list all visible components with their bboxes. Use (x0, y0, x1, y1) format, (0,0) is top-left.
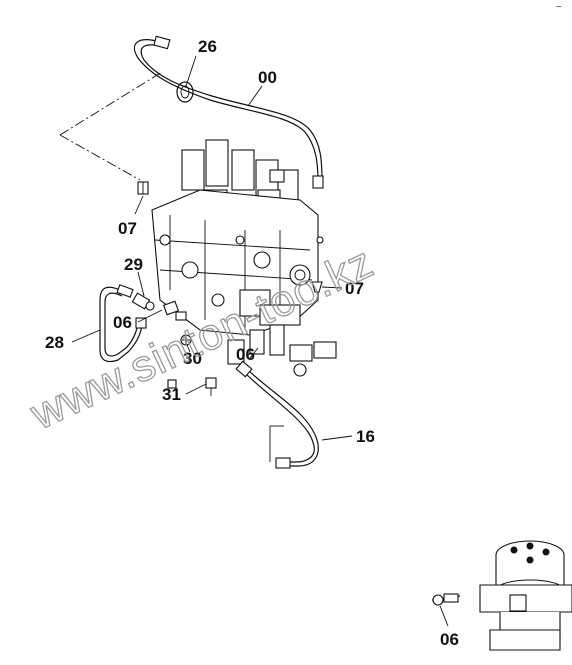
fitting-07-right (311, 281, 323, 293)
callout-30: 30 (183, 349, 202, 368)
callout-07-left: 07 (118, 219, 137, 238)
bolt-31 (167, 377, 217, 396)
callout-29: 29 (124, 255, 143, 274)
fitting-07-left (137, 181, 149, 195)
callout-06-inset: 06 (440, 630, 459, 649)
hose-16 (235, 360, 319, 469)
callout-16: 16 (356, 427, 375, 446)
corner-mark: ~ (556, 2, 562, 13)
callout-31: 31 (162, 385, 181, 404)
fitting-06-inset (431, 593, 461, 606)
clamp-26 (176, 81, 194, 103)
swing-motor-inset (479, 540, 572, 651)
hose-00 (133, 35, 324, 189)
callout-26: 26 (198, 37, 217, 56)
plug-30 (180, 334, 192, 346)
callout-00: 00 (258, 68, 277, 87)
control-valve (151, 139, 337, 377)
callout-07-right: 07 (345, 279, 364, 298)
adapter-06-left (162, 300, 187, 321)
elbow-29 (131, 292, 155, 311)
callout-06-left: 06 (113, 313, 132, 332)
callout-06-mid: 06 (236, 345, 255, 364)
hose-28 (99, 284, 147, 363)
callout-28: 28 (45, 333, 64, 352)
